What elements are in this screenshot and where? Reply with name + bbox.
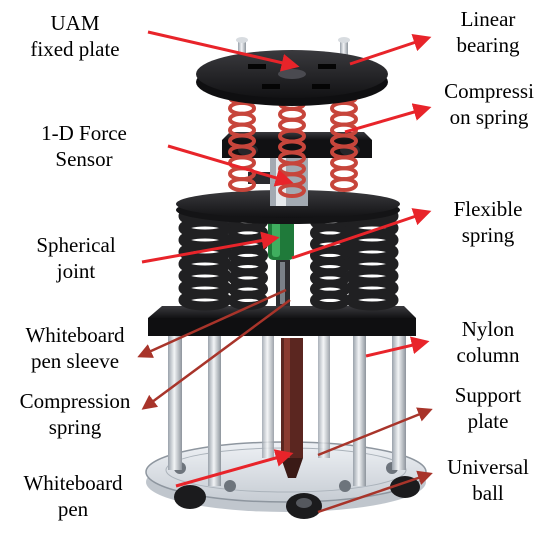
arrow-support-plate (317, 407, 433, 457)
label-spherical-joint: Spherical joint (36, 233, 116, 283)
uam-fixed-plate (196, 50, 388, 106)
spring-coil (178, 289, 232, 311)
label-compression-spring-lower: Compression spring (19, 389, 131, 439)
arrow-pen-sleeve (137, 288, 287, 358)
label-pen-sleeve: Whiteboard pen sleeve (25, 323, 125, 373)
spring-coil (228, 290, 268, 310)
arrow-spherical-joint (141, 231, 280, 264)
arrow-whiteboard-pen (175, 449, 294, 488)
arrow-compression-spring-upper (344, 103, 432, 134)
label-whiteboard-pen: Whiteboard pen (23, 471, 123, 521)
arrow-compression-spring-lower (141, 298, 291, 410)
spring-coil (345, 289, 399, 311)
label-compression-spring-upper: Compressi on spring (444, 79, 534, 129)
arrow-nylon-column (365, 336, 430, 358)
label-force-sensor: 1-D Force Sensor (41, 121, 127, 171)
arrow-universal-ball (317, 470, 433, 514)
arrow-linear-bearing (349, 34, 432, 66)
label-uam-fixed-plate: UAM fixed plate (30, 11, 120, 61)
spring-coil (310, 290, 350, 310)
arrow-force-sensor (167, 144, 294, 187)
label-flexible-spring: Flexible spring (453, 197, 523, 247)
label-support-plate: Support plate (454, 383, 522, 433)
universal-ball (174, 476, 420, 519)
callout-arrows (137, 30, 433, 514)
nylon-column (168, 330, 406, 486)
spring-coil (228, 177, 256, 193)
label-linear-bearing: Linear bearing (456, 7, 520, 57)
spring-coil (330, 177, 358, 193)
arrow-uam-fixed-plate (147, 30, 300, 72)
middle-plate (148, 306, 416, 336)
arrow-flexible-spring (291, 208, 432, 260)
label-universal-ball: Universal ball (447, 455, 529, 505)
label-nylon-column: Nylon column (456, 317, 520, 367)
